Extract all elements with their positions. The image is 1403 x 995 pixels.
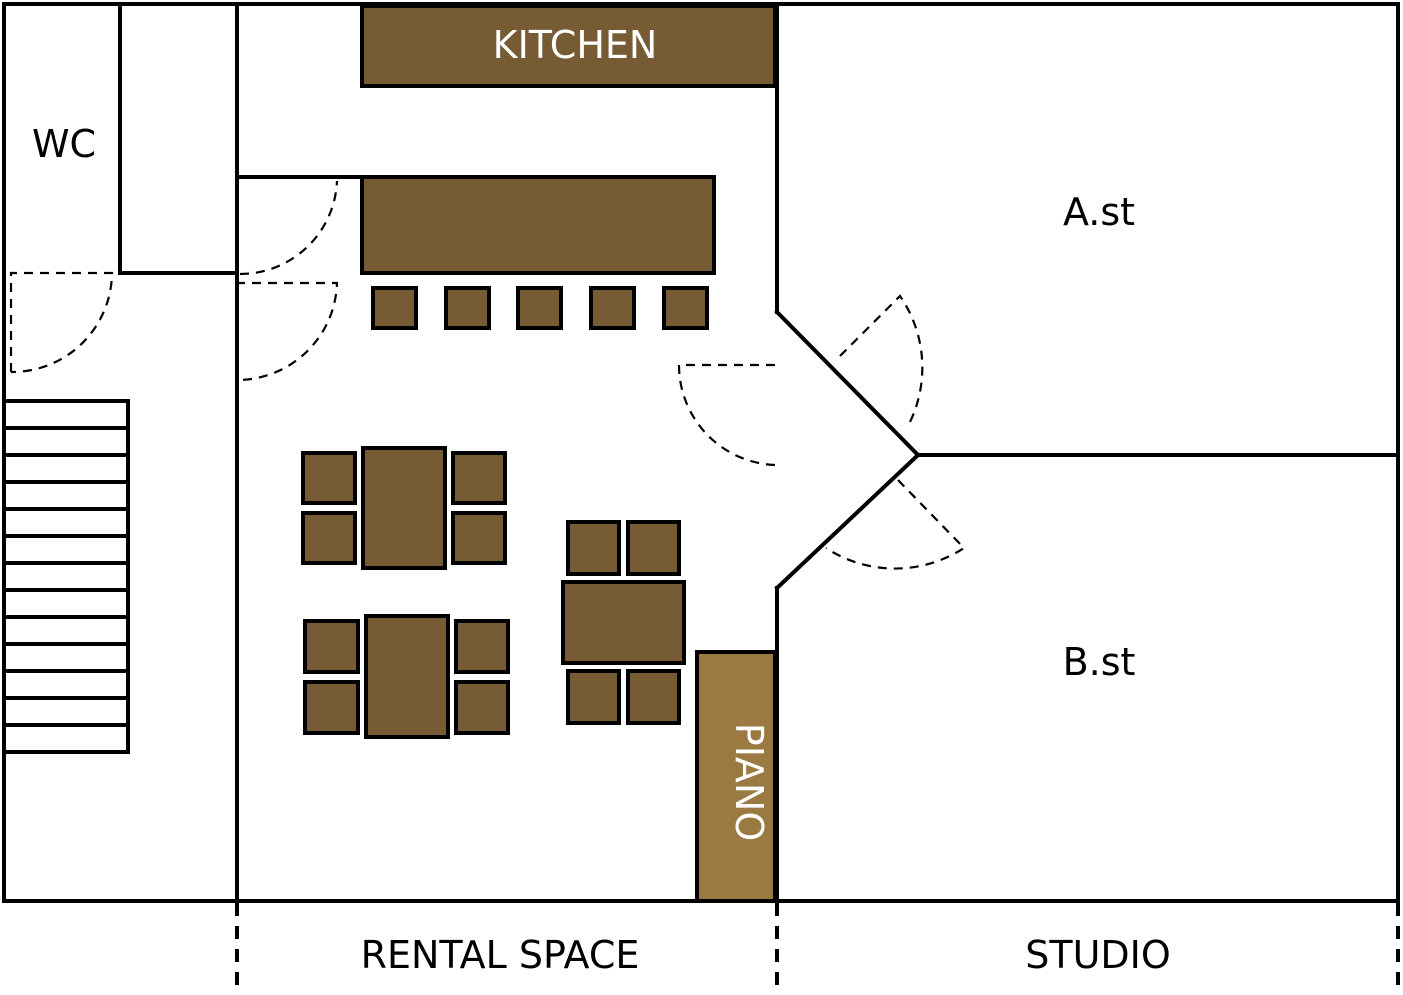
rental-door-swing	[235, 281, 339, 382]
chair	[301, 451, 357, 505]
dining-table	[361, 446, 447, 570]
chair	[303, 680, 360, 735]
bar-stool	[516, 286, 563, 330]
studio-b-door-swing	[825, 479, 966, 570]
chair	[451, 451, 507, 505]
studio-door-wall-lower	[774, 452, 921, 591]
kitchen-counter	[360, 4, 777, 88]
studio-door-wall-upper	[774, 309, 921, 458]
chair	[454, 680, 510, 735]
studio-label: STUDIO	[1025, 933, 1171, 977]
studio-a-label: A.st	[1063, 190, 1135, 234]
bar-stool	[662, 286, 709, 330]
dining-set-lower	[303, 614, 510, 739]
dining-set-right	[561, 520, 686, 725]
chair	[626, 520, 681, 576]
bar-stool	[371, 286, 418, 330]
studio-a-door-swing	[839, 294, 924, 427]
chair	[454, 619, 510, 674]
studio-entry-door-swing	[677, 363, 776, 467]
bar-stool	[444, 286, 491, 330]
dining-set-upper	[301, 446, 507, 570]
staircase	[2, 399, 130, 754]
chair	[303, 619, 360, 674]
chair	[451, 511, 507, 565]
chair	[626, 669, 681, 725]
piano-label: PIANO	[727, 723, 771, 841]
dining-table	[364, 614, 450, 739]
chair	[566, 520, 621, 576]
kitchen-door-swing	[239, 180, 339, 276]
bar-stools	[371, 286, 709, 330]
dining-table	[561, 580, 686, 665]
piano	[695, 650, 777, 903]
bar-stool	[589, 286, 636, 330]
studio-b-label: B.st	[1063, 640, 1136, 684]
wc-room-wall	[118, 2, 239, 275]
chair	[301, 511, 357, 565]
wc-door-swing	[9, 271, 114, 374]
bar-counter	[360, 175, 716, 275]
wc-label: WC	[32, 122, 96, 166]
kitchen-label: KITCHEN	[493, 23, 658, 67]
rental-space-label: RENTAL SPACE	[361, 933, 640, 977]
chair	[566, 669, 621, 725]
